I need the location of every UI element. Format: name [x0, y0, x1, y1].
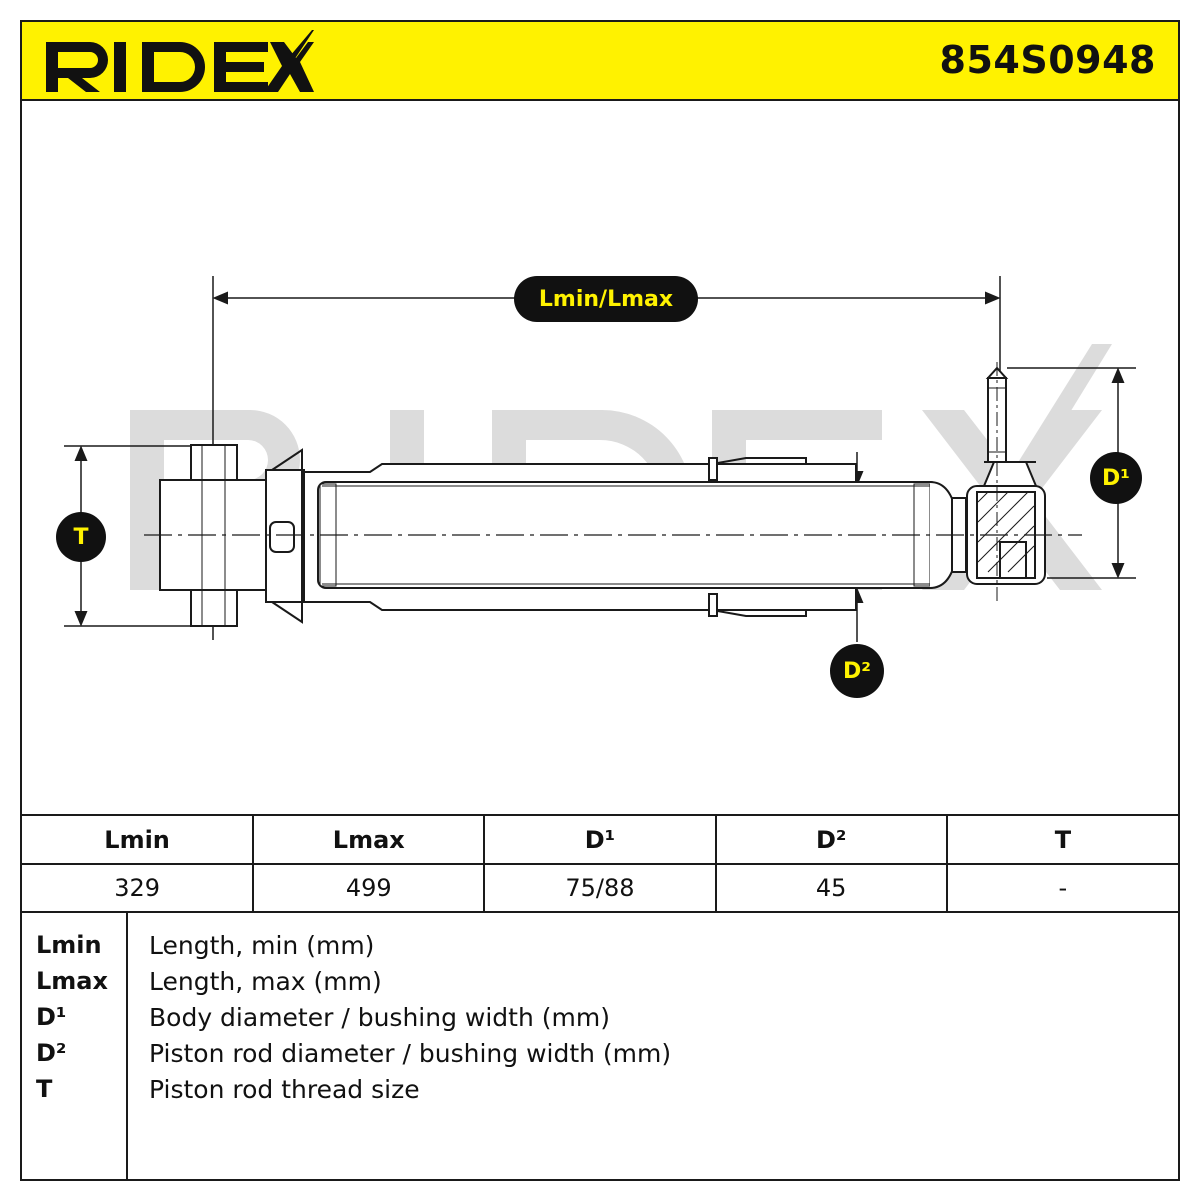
legend-desc: Body diameter / bushing width (mm): [149, 1003, 610, 1032]
t-callout: T: [56, 512, 106, 562]
d1-callout: D¹: [1090, 452, 1142, 504]
legend-key: Lmin: [36, 931, 102, 959]
d2-callout-label: D²: [843, 658, 871, 684]
header-d2: D²: [714, 814, 948, 865]
legend-row: T Piston rod thread size: [22, 1075, 1178, 1111]
legend-desc: Piston rod thread size: [149, 1075, 420, 1104]
legend-row: Lmax Length, max (mm): [22, 967, 1178, 1003]
legend-key: Lmax: [36, 967, 108, 995]
header-lmin: Lmin: [22, 814, 255, 865]
legend-row: D¹ Body diameter / bushing width (mm): [22, 1003, 1178, 1039]
part-number: 854S0948: [939, 38, 1156, 82]
d1-callout-label: D¹: [1102, 465, 1130, 491]
header-bar: 854S0948: [22, 22, 1178, 101]
t-callout-label: T: [73, 524, 89, 550]
ridex-logo: [46, 30, 314, 92]
legend-row: D² Piston rod diameter / bushing width (…: [22, 1039, 1178, 1075]
legend-desc: Length, min (mm): [149, 931, 375, 960]
legend: Lmin Length, min (mm) Lmax Length, max (…: [22, 911, 1178, 1179]
spec-table: Lmin Lmax D¹ D² T 329 499 75/88 45 -: [22, 814, 1178, 913]
value-lmin: 329: [22, 863, 255, 913]
header-lmax: Lmax: [252, 814, 486, 865]
length-callout: Lmin/Lmax: [514, 276, 698, 322]
value-lmax: 499: [252, 863, 486, 913]
value-d1: 75/88: [483, 863, 717, 913]
d2-callout: D²: [830, 644, 884, 698]
product-sheet: 854S0948 Lmin/Lmax T D¹ D² Lmin Lmax D¹ …: [20, 20, 1180, 1181]
legend-desc: Piston rod diameter / bushing width (mm): [149, 1039, 672, 1068]
legend-divider: [126, 911, 128, 1179]
legend-key: D²: [36, 1039, 67, 1067]
length-callout-label: Lmin/Lmax: [538, 286, 674, 312]
spec-table-header-row: Lmin Lmax D¹ D² T: [22, 814, 1178, 865]
legend-key: T: [36, 1075, 53, 1103]
watermark-logo: [130, 344, 1112, 590]
spec-table-value-row: 329 499 75/88 45 -: [22, 863, 1178, 913]
header-t: T: [945, 814, 1178, 865]
value-t: -: [945, 863, 1178, 913]
legend-desc: Length, max (mm): [149, 967, 382, 996]
legend-row: Lmin Length, min (mm): [22, 931, 1178, 967]
legend-key: D¹: [36, 1003, 67, 1031]
header-d1: D¹: [483, 814, 717, 865]
value-d2: 45: [714, 863, 948, 913]
